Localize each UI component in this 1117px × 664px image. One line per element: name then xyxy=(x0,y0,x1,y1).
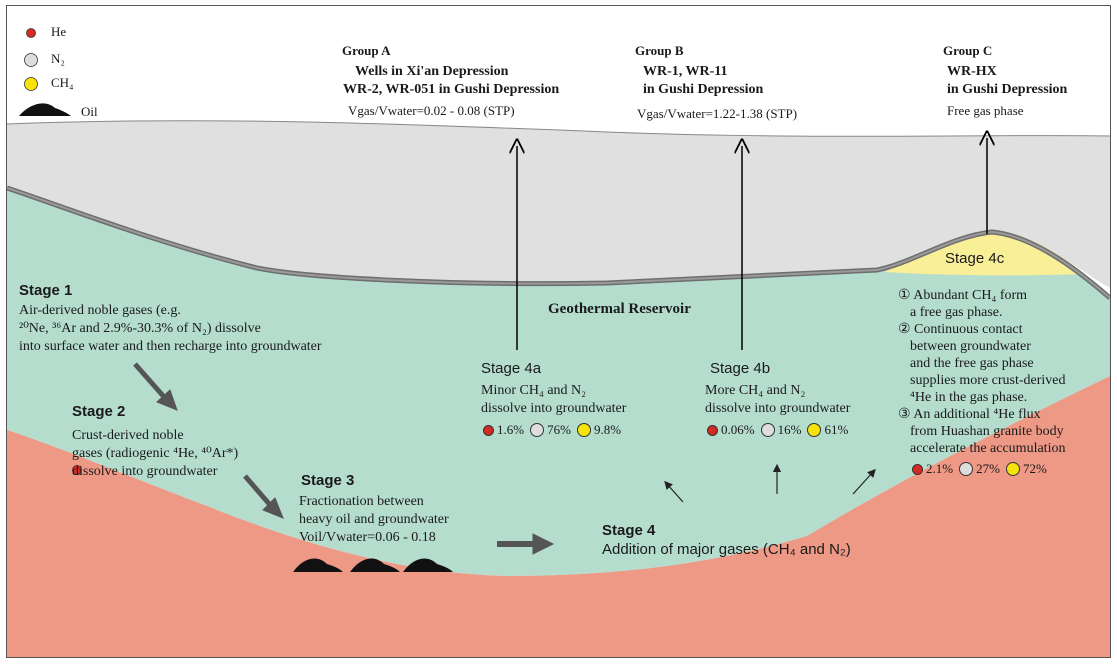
group-c-title: Group C xyxy=(943,43,993,58)
stage4c-line1: ① Abundant CH₄ form xyxy=(898,288,1028,303)
stage1-line2: ²⁰Ne, ³⁶Ar and 2.9%-30.3% of N₂) dissolv… xyxy=(19,321,261,336)
he-icon xyxy=(707,424,718,436)
stage4c-line3: ② Continuous contact xyxy=(898,322,1023,337)
stage3-line3: Voil/Vwater=0.06 - 0.18 xyxy=(299,530,436,545)
stage3-line2: heavy oil and groundwater xyxy=(299,512,449,527)
stage4c-line9: from Huashan granite body xyxy=(910,424,1064,439)
stage4b-line2: dissolve into groundwater xyxy=(705,401,851,416)
stage1-line3: into surface water and then recharge int… xyxy=(19,339,322,354)
stage4b-ch4: 61% xyxy=(824,422,849,437)
stage4c-ch4: 72% xyxy=(1022,461,1047,476)
group-c-line1: WR-HX xyxy=(947,64,997,79)
stage4a-title: Stage 4a xyxy=(481,360,542,377)
stage3-line1: Fractionation between xyxy=(299,494,424,509)
stage4a-composition: 1.6% 76% 9.8% xyxy=(483,422,624,438)
stage1-line1: Air-derived noble gases (e.g. xyxy=(19,303,181,318)
basement-layer xyxy=(7,376,1110,657)
stage4c-line5: and the free gas phase xyxy=(910,356,1034,371)
stage2-line2: gases (radiogenic ⁴He, ⁴⁰Ar*) xyxy=(72,446,239,461)
legend-he-label: He xyxy=(51,24,67,39)
n2-icon xyxy=(530,423,545,437)
arrow-stage2-to-3 xyxy=(243,474,284,519)
n2-icon xyxy=(760,423,775,437)
he-dot-stage2 xyxy=(72,465,82,475)
legend-n2-label: N₂ xyxy=(51,51,65,66)
stage4c-line4: between groundwater xyxy=(910,339,1031,354)
stage3-title: Stage 3 xyxy=(301,472,355,489)
stage4a-he: 1.6% xyxy=(497,422,525,437)
stage4-line: Addition of major gases (CH₄ and N₂) xyxy=(602,541,851,558)
stage4-title: Stage 4 xyxy=(602,522,656,539)
arrow-to-4c xyxy=(852,468,876,495)
arrow-stage1-to-2 xyxy=(133,362,178,411)
oil-icon xyxy=(293,558,453,572)
stage4a-n2: 76% xyxy=(547,422,571,437)
cap-rock-top-line xyxy=(7,120,1110,137)
stage2-line1: Crust-derived noble xyxy=(72,428,184,443)
stage4c-he: 2.1% xyxy=(926,461,954,476)
stage4c-line10: accelerate the accumulation xyxy=(910,441,1066,456)
arrow-stage3-to-4 xyxy=(497,533,555,555)
reservoir-label: Geothermal Reservoir xyxy=(548,301,691,317)
stage4b-line1: More CH₄ and N₂ xyxy=(705,383,806,398)
group-a-title: Group A xyxy=(342,43,391,58)
group-c-note: Free gas phase xyxy=(947,103,1024,118)
diagram-frame: He N₂ CH₄ Oil Group A Wells in Xi'an Dep… xyxy=(6,5,1111,658)
stage4a-ch4: 9.8% xyxy=(593,422,622,437)
he-icon xyxy=(912,463,923,475)
reservoir-layer xyxy=(7,186,1110,576)
stage2-title: Stage 2 xyxy=(72,403,126,420)
stage4c-title: Stage 4c xyxy=(945,250,1005,267)
stage1-title: Stage 1 xyxy=(19,282,73,299)
gas-cap xyxy=(885,230,1085,276)
ch4-icon xyxy=(576,423,591,437)
legend-ch4-icon xyxy=(24,77,38,91)
group-a-line2: WR-2, WR-051 in Gushi Depression xyxy=(343,82,560,97)
group-c-line2: in Gushi Depression xyxy=(947,82,1068,97)
stage4b-title: Stage 4b xyxy=(710,360,771,377)
stage4b-composition: 0.06% 16% 61% xyxy=(707,422,851,438)
cross-section-svg xyxy=(7,28,1110,657)
stage4b-n2: 16% xyxy=(777,422,802,437)
group-b-line2: in Gushi Depression xyxy=(643,82,764,97)
ch4-icon xyxy=(1005,462,1020,476)
stage4c-line7: ⁴He in the gas phase. xyxy=(910,390,1028,405)
stage4b-he: 0.06% xyxy=(721,422,755,437)
cap-rock-layer xyxy=(7,120,1110,288)
stage4a-line1: Minor CH₄ and N₂ xyxy=(481,383,587,398)
legend-oil-label: Oil xyxy=(81,104,98,119)
stage4c-line8: ③ An additional ⁴He flux xyxy=(898,407,1041,422)
stage4c-line6: supplies more crust-derived xyxy=(910,373,1066,388)
stage4c-composition: 2.1% 27% 72% xyxy=(912,461,1050,477)
ch4-icon xyxy=(807,423,822,437)
legend-n2-icon xyxy=(24,53,38,67)
stage4c-line2: a free gas phase. xyxy=(910,305,1003,320)
stage4a-line2: dissolve into groundwater xyxy=(481,401,627,416)
he-icon xyxy=(483,424,494,436)
stage4c-n2: 27% xyxy=(976,461,1000,476)
legend-he-icon xyxy=(26,28,36,38)
stage2-line3: dissolve into groundwater xyxy=(72,464,218,479)
legend-ch4-label: CH₄ xyxy=(51,75,74,90)
group-b-title: Group B xyxy=(635,43,684,58)
arrow-to-4a xyxy=(664,480,684,503)
group-b-line1: WR-1, WR-11 xyxy=(643,64,728,79)
n2-icon xyxy=(959,462,974,476)
group-a-note: Vgas/Vwater=0.02 - 0.08 (STP) xyxy=(348,103,515,118)
group-a-line1: Wells in Xi'an Depression xyxy=(355,64,509,79)
group-b-note: Vgas/Vwater=1.22-1.38 (STP) xyxy=(637,106,798,121)
legend-oil-icon xyxy=(19,103,71,116)
